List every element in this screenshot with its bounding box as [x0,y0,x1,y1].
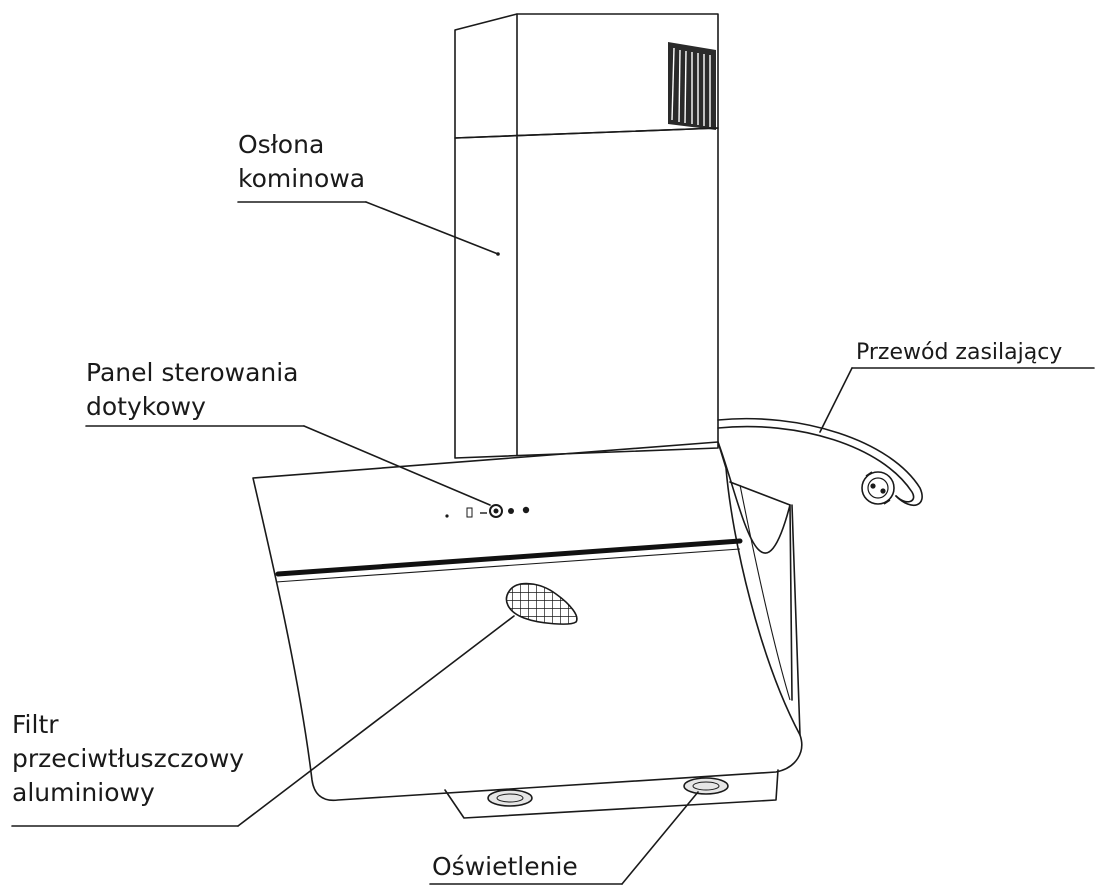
chimney-upper-section [454,13,719,139]
hood-stripe [275,538,743,583]
control-buttons [445,504,530,518]
label-chimney-cover-line2: kominowa [238,164,366,193]
label-grease-filter-line3: aluminiowy [12,778,155,807]
leader-power-cord [819,367,1095,433]
power-plug [861,471,895,505]
lighting-tray [444,769,779,819]
label-grease-filter: Filtr przeciwtłuszczowy aluminiowy [12,708,244,810]
hood-glass-panel [252,441,803,802]
leader-control-panel [85,425,491,506]
label-chimney-cover-line1: Osłona [238,130,325,159]
leader-grease-filter [11,615,515,827]
label-chimney-cover: Osłona kominowa [238,128,365,196]
label-control-panel-line2: dotykowy [86,392,206,421]
power-cord [717,417,923,507]
leader-chimney-cover [237,201,500,256]
label-control-panel: Panel sterowania dotykowy [86,356,299,424]
grease-filter-mesh [505,582,578,625]
label-lighting: Oświetlenie [432,850,578,884]
leader-lighting [429,791,699,885]
label-power-cord: Przewód zasilający [856,336,1062,370]
chimney-lower-section [454,127,719,459]
label-lighting-line1: Oświetlenie [432,852,578,881]
vent-grille [668,42,716,130]
label-grease-filter-line1: Filtr [12,710,59,739]
label-power-cord-line1: Przewód zasilający [856,340,1063,365]
label-control-panel-line1: Panel sterowania [86,358,299,387]
label-grease-filter-line2: przeciwtłuszczowy [12,744,245,773]
